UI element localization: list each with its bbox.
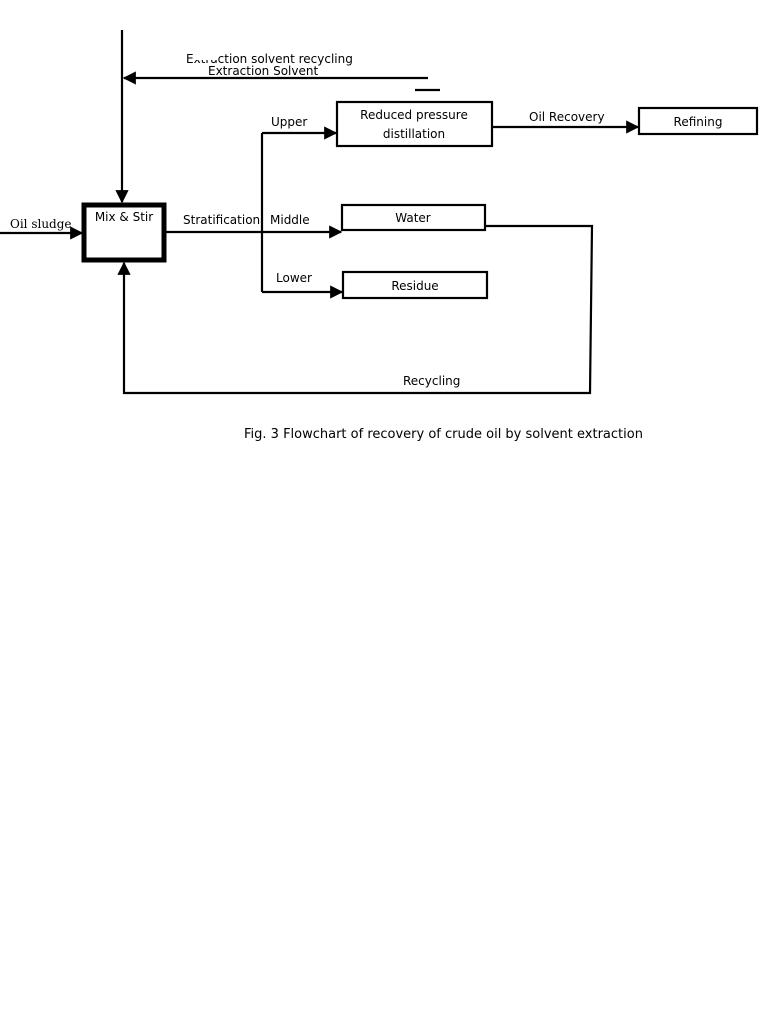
- node-distillation-line1: Reduced pressure: [360, 108, 468, 122]
- node-refining-label: Refining: [674, 115, 723, 129]
- label-lower: Lower: [276, 271, 312, 285]
- node-refining: [637, 106, 759, 136]
- label-middle: Middle: [270, 213, 310, 227]
- node-distillation-line2: distillation: [383, 127, 445, 141]
- label-mask: [194, 50, 218, 60]
- node-residue: [341, 270, 489, 300]
- label-extraction-solvent: Extraction Solvent: [208, 64, 318, 78]
- node-water-label: Water: [395, 211, 431, 225]
- label-stratification: Stratification: [183, 213, 260, 227]
- figure-caption: Fig. 3 Flowchart of recovery of crude oi…: [244, 427, 643, 442]
- recycling-loop: [117, 224, 594, 395]
- node-water: [340, 203, 487, 232]
- node-distillation: [335, 100, 494, 148]
- label-recycling: Recycling: [403, 374, 460, 388]
- label-upper: Upper: [271, 115, 307, 129]
- label-oil-sludge: Oil sludge: [10, 217, 72, 231]
- node-residue-label: Residue: [391, 279, 438, 293]
- label-recycling-overlap: Extraction solvent recycling: [186, 52, 353, 66]
- node-mix-stir-label: Mix & Stir: [95, 210, 153, 224]
- label-oil-recovery: Oil Recovery: [529, 110, 605, 124]
- node-mix-stir: [81, 202, 167, 263]
